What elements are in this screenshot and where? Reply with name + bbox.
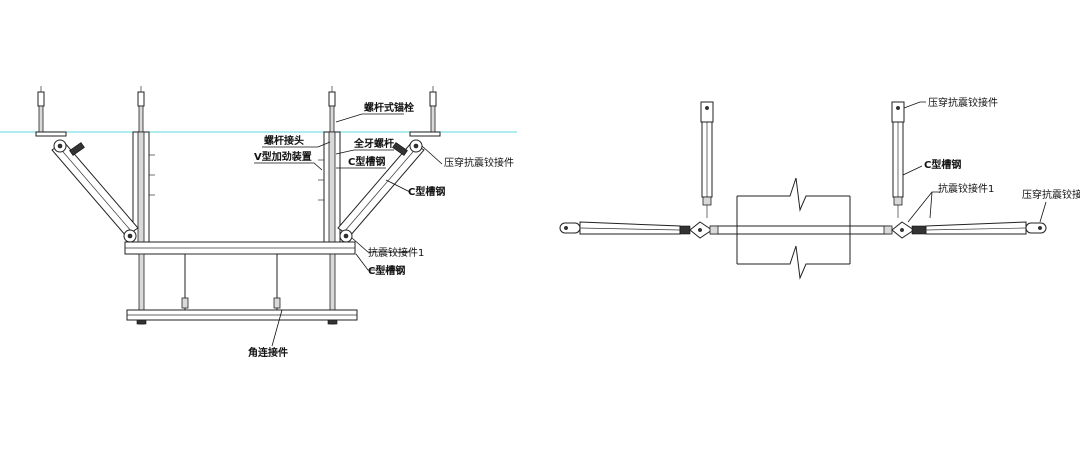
right-right-brace <box>883 221 1047 239</box>
label-c-channel-beam: C型槽钢 <box>368 264 405 277</box>
anchor-3 <box>328 86 336 133</box>
label-hinge-1: 抗震铰接件1 <box>368 246 424 259</box>
label-press-hinge: 压穿抗震铰接件 <box>444 156 514 169</box>
label-c-channel-right: C型槽钢 <box>924 158 961 171</box>
label-press-hinge-top: 压穿抗震铰接件 <box>928 96 998 109</box>
left-brace-plate <box>35 131 67 137</box>
anchor-4 <box>429 86 437 133</box>
label-rod-anchor: 螺杆式锚栓 <box>364 101 414 114</box>
left-diagonal-brace <box>51 139 139 243</box>
right-right-vertical <box>891 101 905 218</box>
label-v-stiffener: V型加劲装置 <box>254 150 312 163</box>
label-c-channel-inner: C型槽钢 <box>348 155 385 168</box>
left-annotations: 螺杆式锚栓 螺杆接头 全牙螺杆 V型加劲装置 C型槽钢 压穿抗震铰接件 C型槽钢… <box>248 101 514 359</box>
top-anchors <box>37 86 437 133</box>
label-rod-joint: 螺杆接头 <box>264 134 304 147</box>
label-full-thread-rod: 全牙螺杆 <box>353 137 394 150</box>
label-corner-connector: 角连接件 <box>248 346 288 359</box>
lower-beam <box>126 309 358 321</box>
left-elevation-view: 螺杆式锚栓 螺杆接头 全牙螺杆 V型加劲装置 C型槽钢 压穿抗震铰接件 C型槽钢… <box>0 86 517 359</box>
label-hinge-1-right: 抗震铰接件1 <box>938 182 994 195</box>
anchor-1 <box>37 86 45 133</box>
right-left-brace <box>559 221 719 239</box>
anchor-2 <box>137 86 145 133</box>
right-left-vertical <box>700 101 714 218</box>
right-annotations: 压穿抗震铰接件 C型槽钢 抗震铰接件1 压穿抗震铰接件 <box>902 96 1080 223</box>
pipe-block <box>181 253 281 311</box>
threaded-rods <box>136 253 338 325</box>
right-brace-plate <box>409 131 441 137</box>
right-diagonal-brace <box>337 139 425 243</box>
label-press-hinge-side: 压穿抗震铰接件 <box>1022 188 1080 201</box>
right-plan-view: 压穿抗震铰接件 C型槽钢 抗震铰接件1 压穿抗震铰接件 <box>559 96 1080 280</box>
label-c-channel-brace: C型槽钢 <box>408 185 445 198</box>
right-vertical-channel <box>318 131 341 243</box>
main-beam <box>124 241 356 255</box>
structure-break <box>736 177 851 280</box>
right-main-horizontal <box>710 225 890 235</box>
